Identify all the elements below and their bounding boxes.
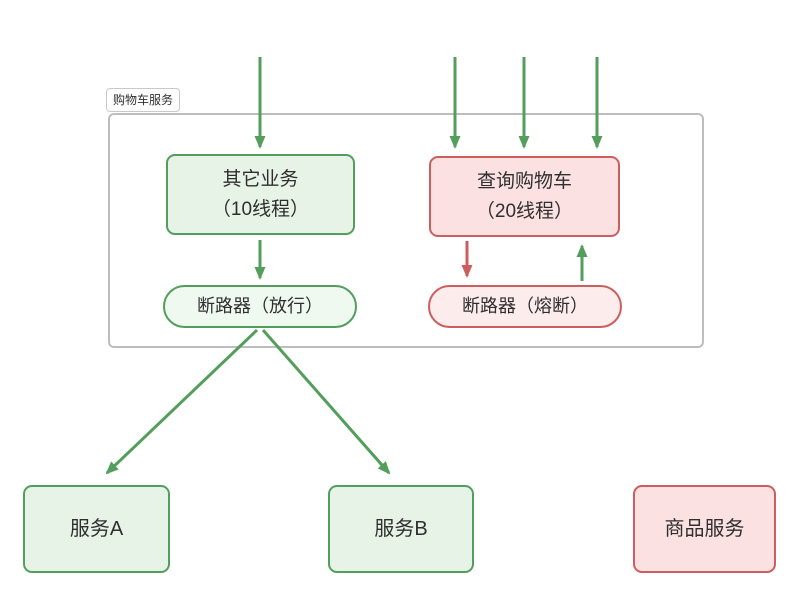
- node-query-cart-line1: 查询购物车: [476, 171, 572, 193]
- node-other-business-line2: （10线程）: [211, 198, 310, 220]
- node-breaker-fuse-label: 断路器（熔断）: [462, 295, 588, 316]
- cart-service-group-label: 购物车服务: [106, 88, 181, 112]
- node-service-a-label: 服务A: [69, 517, 124, 540]
- node-breaker-pass-label: 断路器（放行）: [197, 295, 323, 316]
- node-service-a: 服务A: [23, 485, 170, 573]
- node-other-business: 其它业务 （10线程）: [166, 154, 355, 235]
- node-breaker-fuse: 断路器（熔断）: [428, 285, 622, 328]
- node-other-business-line1: 其它业务: [222, 169, 299, 191]
- node-product-service-label: 商品服务: [664, 517, 745, 540]
- edge-breaker-pass-to-service-a: [105, 328, 259, 475]
- node-breaker-pass: 断路器（放行）: [163, 285, 357, 328]
- edge-breaker-pass-to-service-b: [261, 329, 391, 475]
- node-query-cart-line2: （20线程）: [475, 200, 574, 222]
- node-product-service: 商品服务: [633, 485, 776, 573]
- cart-service-group-frame: [108, 113, 704, 348]
- node-query-cart: 查询购物车 （20线程）: [429, 156, 620, 237]
- node-service-b-label: 服务B: [374, 517, 428, 540]
- node-service-b: 服务B: [328, 485, 474, 573]
